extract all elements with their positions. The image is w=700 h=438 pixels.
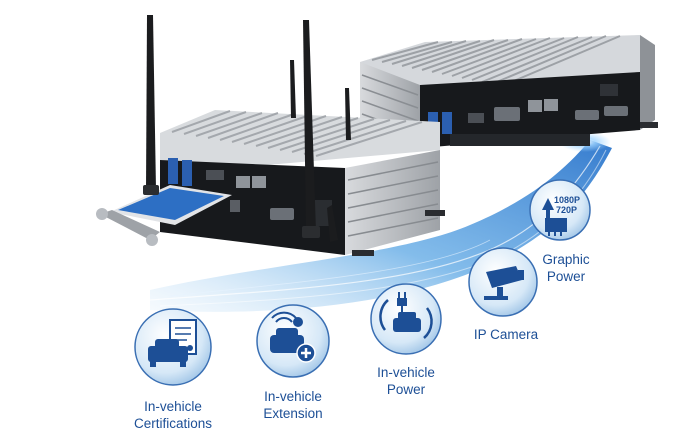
label-line-2: Power (386, 382, 426, 397)
label-line-1: IP Camera (473, 327, 539, 342)
car-power-plug-icon (379, 292, 433, 339)
label-in-vehicle-certifications: In-vehicle Certifications (123, 398, 223, 432)
label-line-2: Certifications (133, 416, 213, 431)
badge-720p: 720P (556, 205, 577, 215)
car-plus-wifi-icon (270, 311, 316, 363)
label-line-2: Power (546, 269, 586, 284)
antennas (143, 15, 351, 242)
label-line-2: Extension (263, 406, 323, 421)
security-camera-icon (484, 266, 524, 300)
label-ip-camera: IP Camera (456, 326, 556, 343)
feature-in-vehicle-extension (256, 304, 330, 378)
label-in-vehicle-power: In-vehicle Power (356, 364, 456, 398)
feature-in-vehicle-certifications (134, 308, 212, 386)
feature-graphic-power: 1080P 720P (529, 179, 591, 241)
badge-1080p: 1080P (554, 195, 580, 205)
label-line-1: In-vehicle (377, 365, 435, 380)
label-line-1: In-vehicle (264, 389, 322, 404)
feature-in-vehicle-power (370, 283, 442, 355)
label-graphic-power: Graphic Power (526, 251, 606, 285)
label-line-1: In-vehicle (144, 399, 202, 414)
label-line-1: Graphic (542, 252, 590, 267)
feature-ip-camera (468, 247, 538, 317)
certificate-vehicle-icon (148, 319, 197, 367)
label-in-vehicle-extension: In-vehicle Extension (243, 388, 343, 422)
front-box-pc (96, 110, 658, 256)
chip-resolution-icon: 1080P 720P (542, 195, 580, 236)
